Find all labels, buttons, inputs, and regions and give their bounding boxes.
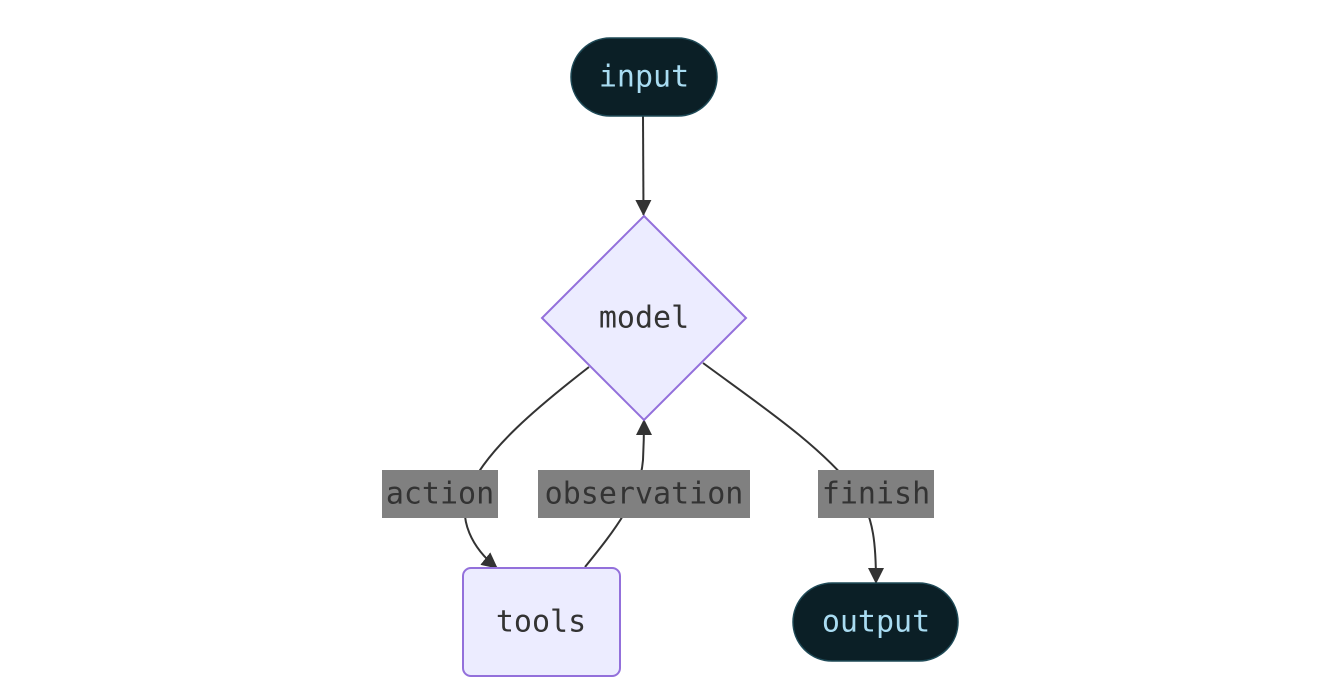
edge-model-to-tools[interactable] <box>463 366 590 569</box>
node-tools[interactable]: tools <box>462 567 621 677</box>
node-model-label: model <box>599 301 689 336</box>
node-input-shape[interactable] <box>570 37 718 117</box>
edge-label-finish: finish <box>818 470 934 518</box>
edge-input-to-model[interactable] <box>635 115 652 216</box>
node-output-shape[interactable] <box>792 582 959 662</box>
node-input[interactable]: input <box>570 37 718 117</box>
edge-label-finish-bg <box>818 470 934 518</box>
edge-label-observation-text: observation <box>545 477 744 512</box>
edge-label-observation-bg <box>538 470 750 518</box>
edge-label-finish-text: finish <box>822 477 930 512</box>
node-tools-shape[interactable] <box>462 567 621 677</box>
node-output-label: output <box>822 605 930 640</box>
edge-label-action: action <box>382 470 498 518</box>
edge-label-action-bg <box>382 470 498 518</box>
edge-tools-to-model[interactable] <box>584 419 652 568</box>
node-input-label: input <box>599 60 689 95</box>
node-tools-label: tools <box>496 605 586 640</box>
edge-label-observation: observation <box>538 470 750 518</box>
edge-label-action-text: action <box>386 477 494 512</box>
node-output[interactable]: output <box>792 582 959 662</box>
node-model[interactable]: model <box>540 214 748 422</box>
node-model-shape[interactable] <box>540 214 748 422</box>
